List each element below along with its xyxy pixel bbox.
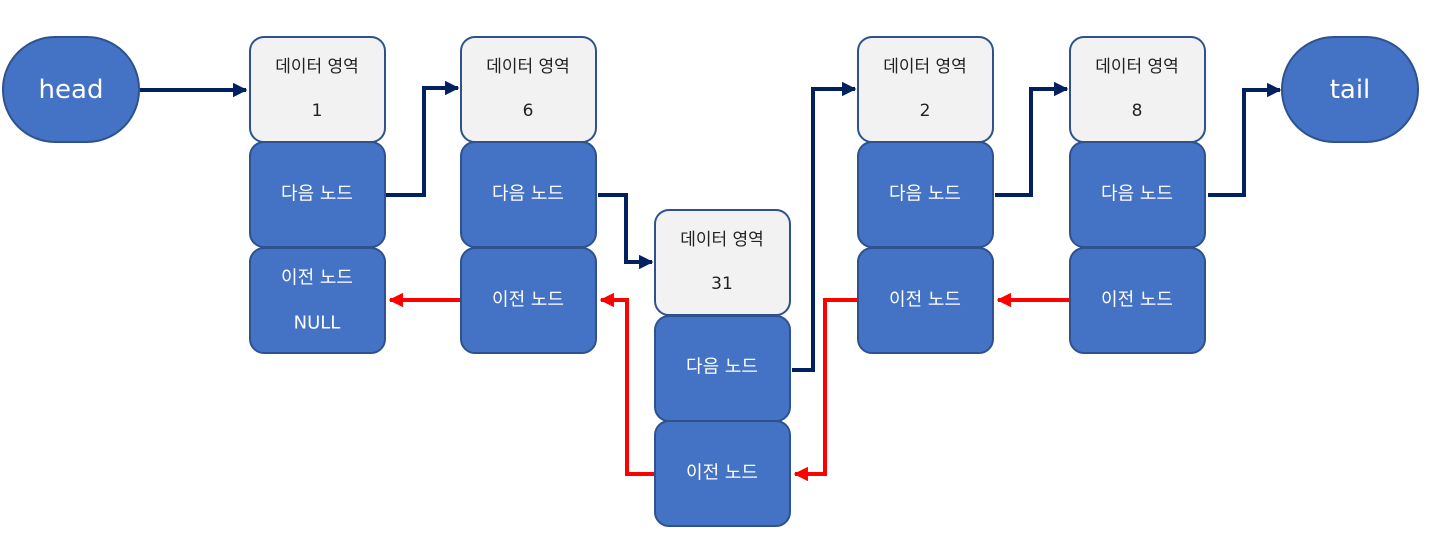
node-4-prev-box xyxy=(857,247,994,354)
node-3-data-label: 데이터 영역 xyxy=(680,230,764,250)
node-4-prev-arrow xyxy=(793,298,858,482)
node-4-next-arrow xyxy=(995,81,1069,197)
node-3-prev-arrow xyxy=(599,292,655,476)
tail-terminal: tail xyxy=(1281,36,1419,143)
node-1-value: 1 xyxy=(312,101,323,121)
node-1-data-box xyxy=(249,36,386,143)
node-5-value: 8 xyxy=(1132,101,1143,121)
node-5-prev-box xyxy=(1069,247,1206,354)
node-4-prev-label: 이전 노드 xyxy=(889,290,961,311)
node-4: 데이터 영역 2 다음 노드 이전 노드 xyxy=(857,36,994,354)
node-5-prev-label: 이전 노드 xyxy=(1101,290,1173,311)
node-3-value: 31 xyxy=(711,274,733,294)
node-2-data-box xyxy=(460,36,597,143)
node-4-data-box xyxy=(857,36,994,143)
node-2-next-label: 다음 노드 xyxy=(492,184,564,205)
node-5-data-label: 데이터 영역 xyxy=(1095,57,1179,77)
node-2: 데이터 영역 6 다음 노드 이전 노드 xyxy=(460,36,597,354)
node-1: 데이터 영역 1 다음 노드 이전 노드 NULL xyxy=(249,36,386,354)
node-1-null-value: NULL xyxy=(294,313,341,334)
node-3-data-box xyxy=(654,209,791,316)
node-1-next-label: 다음 노드 xyxy=(281,184,353,205)
node-5: 데이터 영역 8 다음 노드 이전 노드 xyxy=(1069,36,1206,354)
head-terminal: head xyxy=(2,36,140,143)
node-2-next-arrow xyxy=(598,193,654,270)
node-1-prev-label: 이전 노드 xyxy=(281,268,353,289)
node-4-value: 2 xyxy=(920,101,931,121)
node-1-data-label: 데이터 영역 xyxy=(275,57,359,77)
node-2-prev-label: 이전 노드 xyxy=(492,290,564,311)
node-3-next-arrow xyxy=(792,81,857,372)
node-3-next-label: 다음 노드 xyxy=(686,357,758,378)
node-3: 데이터 영역 31 다음 노드 이전 노드 xyxy=(654,209,791,527)
node-2-prev-box xyxy=(460,247,597,354)
node-2-data-label: 데이터 영역 xyxy=(486,57,570,77)
tail-label: tail xyxy=(1330,75,1371,105)
node-4-next-label: 다음 노드 xyxy=(889,184,961,205)
node-1-next-arrow xyxy=(386,80,460,197)
prev-links xyxy=(388,292,1071,482)
node-1-prev-box xyxy=(249,247,386,354)
node-3-prev-box xyxy=(654,420,791,527)
next-links xyxy=(140,80,1282,372)
node-2-value: 6 xyxy=(523,101,534,121)
node-3-prev-label: 이전 노드 xyxy=(686,463,758,484)
node-4-data-label: 데이터 영역 xyxy=(883,57,967,77)
node-5-data-box xyxy=(1069,36,1206,143)
node-5-to-tail-arrow xyxy=(1208,82,1282,197)
node-5-next-label: 다음 노드 xyxy=(1101,184,1173,205)
head-label: head xyxy=(39,75,104,105)
